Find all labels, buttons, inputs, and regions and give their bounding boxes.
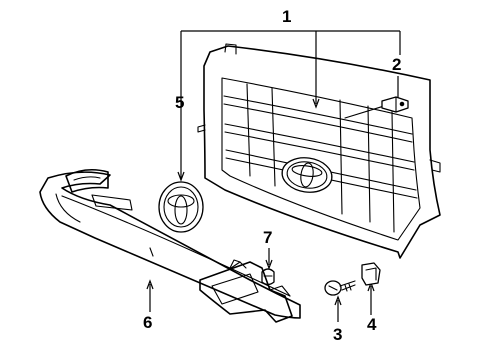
callout-1: 1 (282, 7, 291, 26)
nut-clip (361, 262, 381, 286)
callout-5: 5 (175, 93, 184, 112)
lower-valance (39, 168, 301, 323)
callout-2: 2 (392, 55, 401, 74)
screw (324, 280, 356, 296)
bracket (381, 96, 409, 113)
radiator-grille (197, 43, 441, 259)
callout-3: 3 (333, 325, 342, 344)
callout-7: 7 (263, 228, 272, 247)
emblem (158, 181, 204, 233)
callout-6: 6 (143, 313, 152, 332)
leader-lines (146, 30, 401, 322)
callout-4: 4 (367, 315, 377, 334)
